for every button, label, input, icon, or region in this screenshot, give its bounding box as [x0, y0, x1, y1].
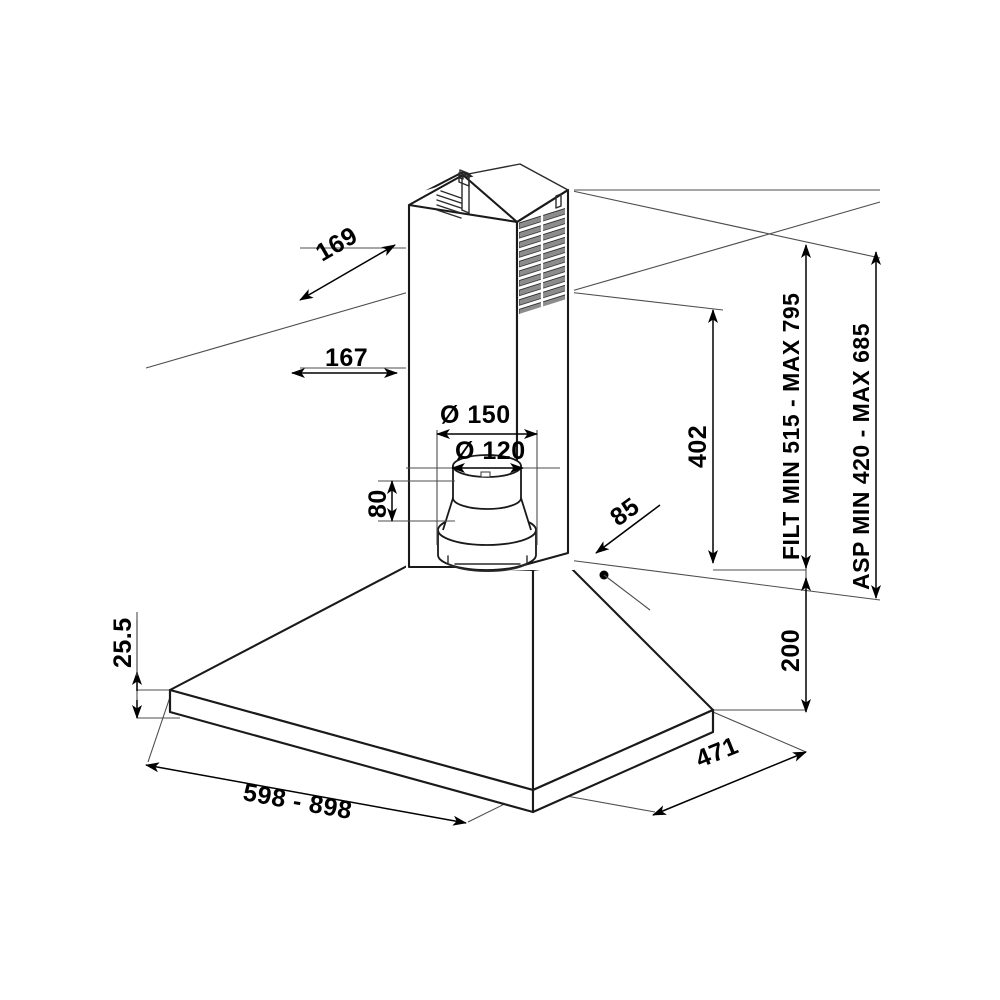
louvered-vent-right: [519, 207, 565, 314]
duct-neck: [452, 465, 522, 510]
dimension-base-thickness: 25.5: [109, 612, 142, 719]
dim-label-filt: FILT MIN 515 - MAX 795: [778, 293, 804, 560]
dim-label-d120: Ø 120: [455, 437, 526, 465]
dimension-chimney-height: 402: [684, 309, 718, 564]
duct-adapter-cone: [437, 454, 537, 572]
louvered-vent-left: [436, 190, 462, 219]
dim-label-167: 167: [325, 344, 368, 372]
dim-label-d150: Ø 150: [440, 401, 511, 429]
dimension-canopy-height: 200: [777, 577, 811, 713]
dimension-asp-range: ASP MIN 420 - MAX 685: [848, 251, 881, 599]
dim-label-255: 25.5: [109, 617, 137, 668]
dimension-duct-inner-diameter: Ø 120: [406, 437, 560, 473]
dimension-chimney-depth-lower: 167: [291, 344, 398, 378]
dim-label-asp: ASP MIN 420 - MAX 685: [848, 323, 874, 590]
dimension-duct-outer-diameter: Ø 150: [436, 401, 538, 545]
dimension-duct-height: 80: [364, 480, 455, 522]
dimension-filt-range: FILT MIN 515 - MAX 795: [778, 244, 811, 569]
dim-label-200: 200: [777, 629, 805, 672]
dim-label-80: 80: [364, 489, 392, 518]
dim-label-402: 402: [684, 425, 712, 468]
